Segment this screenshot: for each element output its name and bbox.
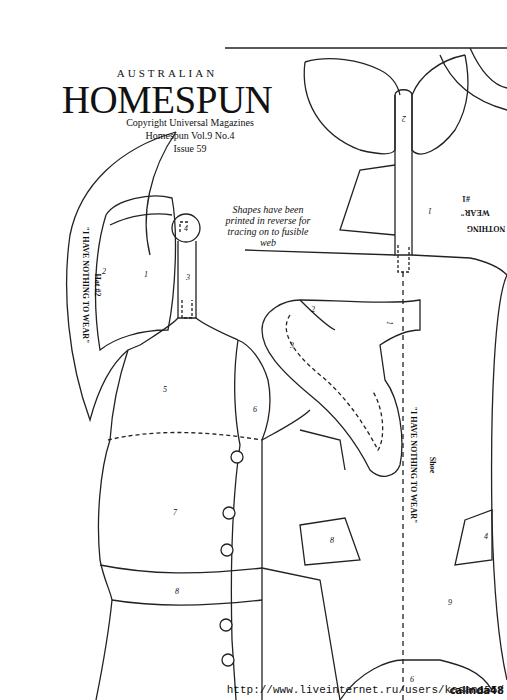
watermark: calinda48 <box>450 685 504 696</box>
copyright: Issue 59 <box>173 143 206 154</box>
callout-number: 2 <box>102 268 106 277</box>
dress-form <box>96 600 112 700</box>
neck-post <box>178 241 196 318</box>
waist-band <box>100 565 262 605</box>
dress-part <box>245 250 507 275</box>
dress-form <box>110 350 128 440</box>
dress-part <box>455 510 492 565</box>
dress-part <box>300 518 360 565</box>
callout-number: 7 <box>173 509 177 518</box>
pattern-title: "I HAVE NOTHING TO WEAR" <box>81 227 90 344</box>
pattern-title: #1 <box>462 194 470 203</box>
callout-number: 3 <box>186 274 190 283</box>
neck-post <box>395 90 412 255</box>
callout-number: 2 <box>311 306 315 315</box>
collar-piece <box>304 62 395 154</box>
dress-part <box>340 165 395 235</box>
callout-number: 9 <box>448 599 452 608</box>
callout-number: 4 <box>184 225 188 234</box>
callout-number: 1 <box>144 271 148 280</box>
hat-brim-inner <box>146 132 176 255</box>
button-band <box>231 340 240 700</box>
pattern-title: WEAR" <box>460 208 489 217</box>
collar-piece <box>440 48 507 110</box>
note: Shapes have been printed in reverse for … <box>224 204 312 248</box>
callout-number: 5 <box>163 386 167 395</box>
fold-line <box>402 272 403 700</box>
pattern-title: "I HAVE NOTHING TO WEAR" <box>409 407 418 524</box>
dress-form <box>140 318 270 700</box>
pattern-title: NOTHING <box>467 224 506 233</box>
callout-number: 2 <box>402 114 406 123</box>
dress-form <box>98 440 112 600</box>
hat-band <box>110 214 172 225</box>
pattern-title: Hat #2 <box>93 274 102 297</box>
dress-part <box>262 410 340 700</box>
callout-number: 8 <box>175 588 179 597</box>
neck-knob <box>172 214 200 242</box>
buttons <box>220 451 243 666</box>
shoe-part <box>300 300 335 330</box>
dress-part <box>300 430 345 470</box>
seam-line <box>108 433 262 441</box>
callout-number: 6 <box>253 406 257 415</box>
hat-crown <box>95 196 175 350</box>
callout-number: 4 <box>484 533 488 542</box>
callout-number: 8 <box>330 537 334 546</box>
collar-piece <box>305 55 465 95</box>
callout-number: 3 <box>290 342 294 351</box>
magazine-title: HOMESPUN <box>62 79 273 122</box>
copyright: Homespun Vol.9 No.4 <box>145 130 234 141</box>
collar-piece <box>412 55 468 154</box>
masthead: AUSTRALIAN <box>117 67 217 79</box>
page-edge <box>225 47 507 48</box>
dress-part <box>492 275 507 680</box>
dashed-tab <box>182 300 192 318</box>
callout-number: 1 <box>385 321 394 325</box>
callout-number: 6 <box>410 676 414 685</box>
callout-number: 1 <box>428 206 432 215</box>
shoe-outline <box>262 300 420 476</box>
pattern-title: Shoe <box>428 457 437 473</box>
copyright: Copyright Universal Magazines <box>126 117 254 128</box>
hat-brim <box>67 132 176 420</box>
dashed-tab <box>398 245 409 272</box>
